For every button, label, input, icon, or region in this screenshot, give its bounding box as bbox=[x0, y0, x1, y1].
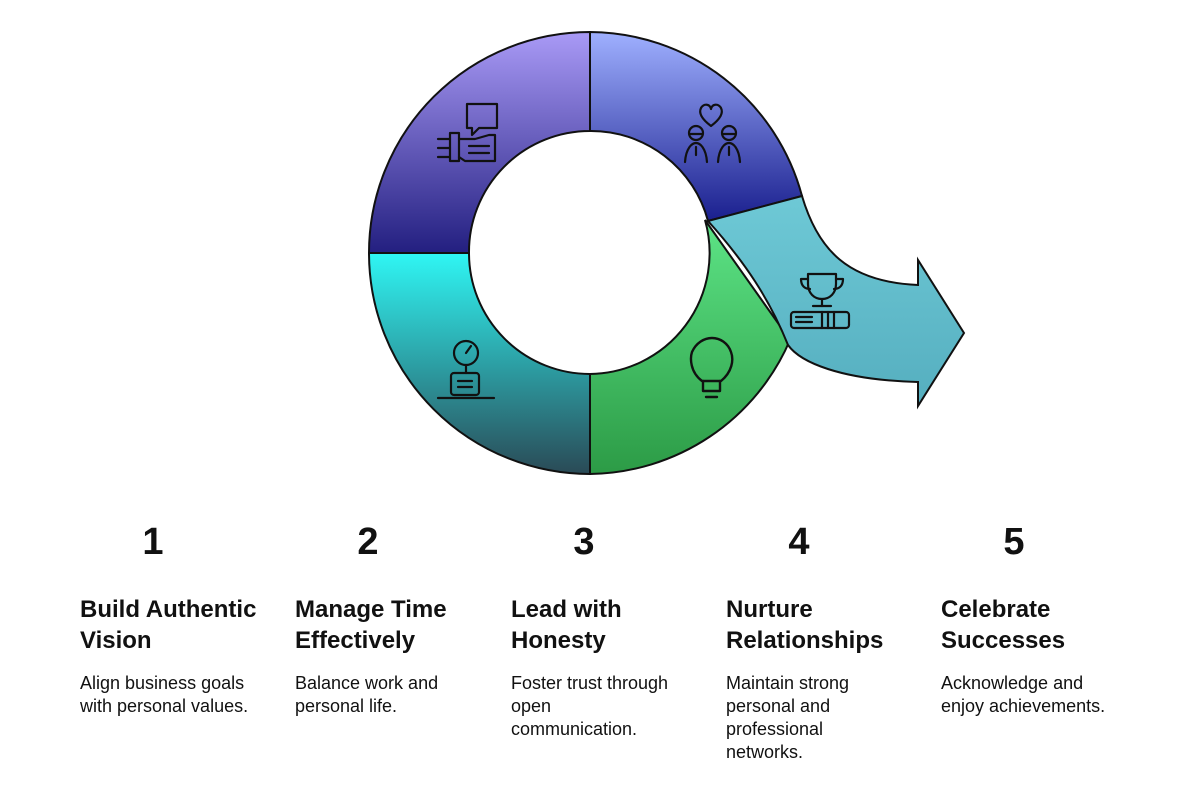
step-number: 2 bbox=[357, 521, 379, 563]
step-description-line: open bbox=[511, 696, 552, 716]
step-title-line: Celebrate bbox=[941, 596, 1051, 623]
step-description-line: networks. bbox=[726, 742, 804, 762]
step-description-line: Acknowledge and bbox=[941, 673, 1084, 693]
step-description-line: with personal values. bbox=[80, 696, 249, 716]
step-title-line: Successes bbox=[941, 627, 1066, 654]
step-description-line: personal and bbox=[726, 696, 831, 716]
step-1: 1 Build Authentic Vision Align business … bbox=[80, 520, 280, 718]
step-title: Nurture Relationships bbox=[726, 594, 926, 656]
step-title-line: Build Authentic bbox=[80, 596, 257, 623]
step-description-line: Align business goals bbox=[80, 673, 245, 693]
segment-manage-time bbox=[367, 252, 591, 476]
process-cycle-diagram bbox=[367, 30, 966, 476]
step-title-line: Effectively bbox=[295, 627, 416, 654]
step-title-line: Manage Time bbox=[295, 596, 447, 623]
step-title-line: Relationships bbox=[726, 627, 884, 654]
lightbulb-icon bbox=[689, 336, 734, 399]
step-description: Align business goals with personal value… bbox=[80, 672, 280, 718]
step-number: 4 bbox=[788, 521, 810, 563]
step-title-line: Nurture bbox=[726, 596, 813, 623]
step-title-line: Vision bbox=[80, 627, 152, 654]
step-description-line: Balance work and bbox=[295, 673, 439, 693]
handshake-chat-icon bbox=[436, 102, 499, 163]
gauge-desk-icon bbox=[436, 339, 496, 400]
step-2: 2 Manage Time Effectively Balance work a… bbox=[295, 520, 495, 718]
segment-lead-honesty bbox=[589, 219, 792, 476]
step-5: 5 Celebrate Successes Acknowledge and en… bbox=[941, 520, 1141, 718]
step-description-line: personal life. bbox=[295, 696, 398, 716]
step-number: 5 bbox=[1003, 521, 1025, 563]
step-description-line: communication. bbox=[511, 719, 638, 739]
step-title: Celebrate Successes bbox=[941, 594, 1141, 656]
step-description-line: Foster trust through bbox=[511, 673, 669, 693]
step-description-line: enjoy achievements. bbox=[941, 696, 1106, 716]
step-title: Lead with Honesty bbox=[511, 594, 711, 656]
segment-build-authentic-vision bbox=[367, 30, 591, 254]
step-description-line: Maintain strong bbox=[726, 673, 850, 693]
step-description: Maintain strong personal and professiona… bbox=[726, 672, 926, 764]
arrow-celebrate-successes bbox=[706, 194, 966, 410]
step-title: Build Authentic Vision bbox=[80, 594, 280, 656]
step-number: 1 bbox=[142, 521, 164, 563]
step-4: 4 Nurture Relationships Maintain strong … bbox=[726, 520, 926, 764]
step-description: Acknowledge and enjoy achievements. bbox=[941, 672, 1141, 718]
step-description: Balance work and personal life. bbox=[295, 672, 495, 718]
step-number: 3 bbox=[573, 521, 595, 563]
step-title-line: Honesty bbox=[511, 627, 606, 654]
step-title: Manage Time Effectively bbox=[295, 594, 495, 656]
step-description: Foster trust through open communication. bbox=[511, 672, 711, 741]
people-heart-icon bbox=[683, 103, 742, 164]
step-3: 3 Lead with Honesty Foster trust through… bbox=[511, 520, 711, 741]
step-title-line: Lead with bbox=[511, 596, 622, 623]
trophy-books-icon bbox=[789, 272, 851, 330]
step-description-line: professional bbox=[726, 719, 824, 739]
